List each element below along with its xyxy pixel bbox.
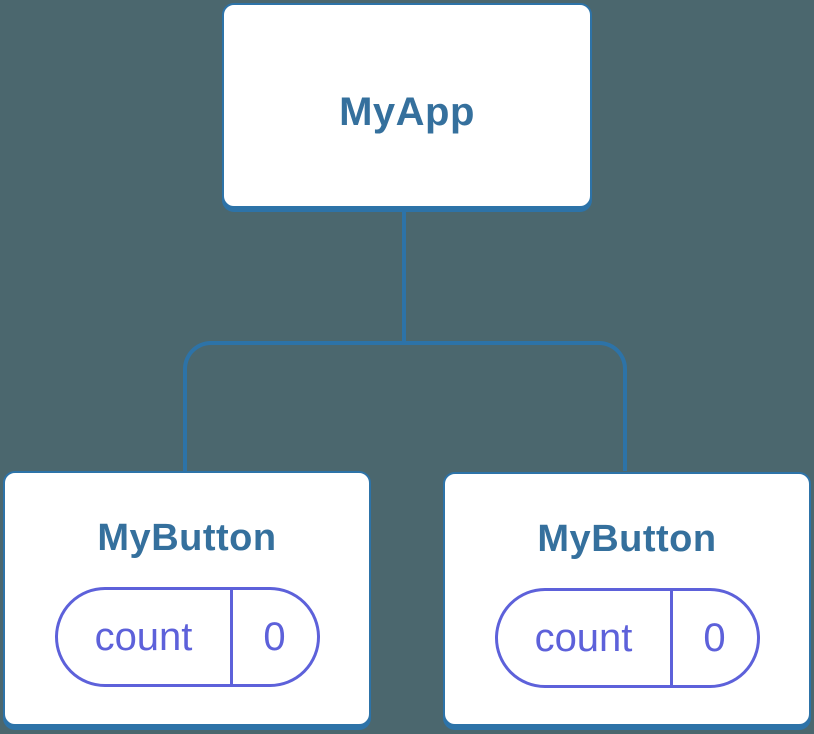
connector-stem-line xyxy=(402,208,406,343)
connector-branch-bracket xyxy=(183,341,627,471)
child-node-label: MyButton xyxy=(537,518,717,560)
state-key-label: count xyxy=(534,615,633,660)
state-value: 0 xyxy=(669,591,757,685)
state-value: 0 xyxy=(229,590,317,684)
state-pill: count 0 xyxy=(54,587,320,687)
state-pill: count 0 xyxy=(494,588,760,688)
tree-node-root: MyApp xyxy=(222,3,592,208)
tree-node-child-left: MyButton count 0 xyxy=(3,471,371,726)
tree-node-child-right: MyButton count 0 xyxy=(443,472,811,726)
child-node-label: MyButton xyxy=(97,517,277,559)
root-node-label: MyApp xyxy=(339,89,475,134)
state-key-label: count xyxy=(94,614,193,659)
